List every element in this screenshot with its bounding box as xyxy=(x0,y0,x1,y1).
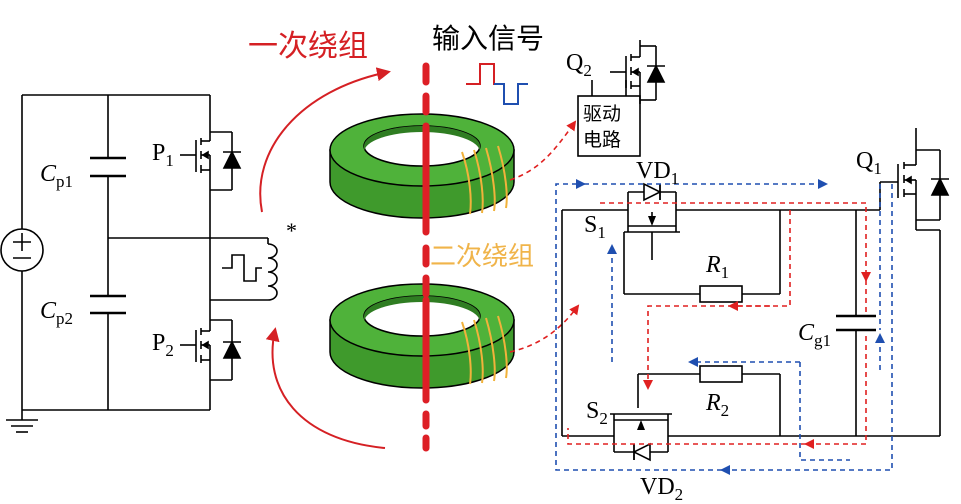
input-signal-label: 输入信号 xyxy=(432,22,544,55)
mosfet-q1-icon xyxy=(897,128,950,231)
secondary-winding-top xyxy=(461,145,508,215)
current-path-blue xyxy=(555,179,893,475)
dot-marker: * xyxy=(286,218,297,243)
secondary-winding-bottom xyxy=(461,315,508,385)
label-vd2: VD2 xyxy=(640,474,683,504)
dc-source-icon xyxy=(0,228,44,272)
label-p1: P1 xyxy=(152,140,174,170)
drive-circuit-label-1: 驱动 xyxy=(583,103,621,125)
diode-vd1-icon xyxy=(643,182,662,202)
secondary-circuit xyxy=(561,181,941,453)
label-q1: Q1 xyxy=(856,148,882,178)
core-top-arrow xyxy=(509,120,577,181)
primary-circuit xyxy=(21,94,268,420)
core-bottom-arrow xyxy=(509,304,580,353)
mosfet-q2-icon xyxy=(610,40,666,104)
current-path-red xyxy=(567,202,871,449)
primary-winding-label: 一次绕组 xyxy=(248,29,368,64)
label-s1: S1 xyxy=(584,212,606,242)
input-pulse-negative-icon xyxy=(494,83,528,105)
switch-s2-arrow-icon xyxy=(637,420,645,430)
label-p2: P2 xyxy=(152,330,174,360)
square-wave-icon xyxy=(222,254,262,282)
secondary-winding-label: 二次绕组 xyxy=(430,242,534,272)
label-cp2: Cp2 xyxy=(40,298,73,328)
drive-circuit-label-2: 电路 xyxy=(583,129,621,151)
switch-s1-arrow-icon xyxy=(648,216,656,226)
mosfet-p1-icon xyxy=(180,131,242,191)
mosfet-p2-icon xyxy=(180,319,242,381)
capacitor-cp1 xyxy=(90,156,126,178)
primary-coil-icon xyxy=(267,238,278,301)
ground-icon xyxy=(6,419,38,433)
drive-circuit-block xyxy=(577,80,641,157)
label-r2: R2 xyxy=(705,390,729,420)
input-pulse-positive-icon xyxy=(466,63,504,85)
toroid-core-top xyxy=(329,113,515,219)
label-cp1: Cp1 xyxy=(40,161,73,191)
primary-arrow-bottom xyxy=(265,327,386,449)
label-s2: S2 xyxy=(586,398,608,428)
label-vd1: VD1 xyxy=(636,158,679,188)
resistor-r1 xyxy=(699,285,743,303)
toroid-core-bottom xyxy=(329,283,515,389)
label-r1: R1 xyxy=(705,252,729,282)
diode-vd2-icon xyxy=(632,442,651,462)
label-q2: Q2 xyxy=(566,50,592,80)
primary-arrow-top xyxy=(259,67,391,213)
capacitor-cg1 xyxy=(836,314,876,332)
resistor-r2 xyxy=(699,365,743,383)
capacitor-cp2 xyxy=(90,294,126,315)
label-cg1: Cg1 xyxy=(798,320,831,350)
